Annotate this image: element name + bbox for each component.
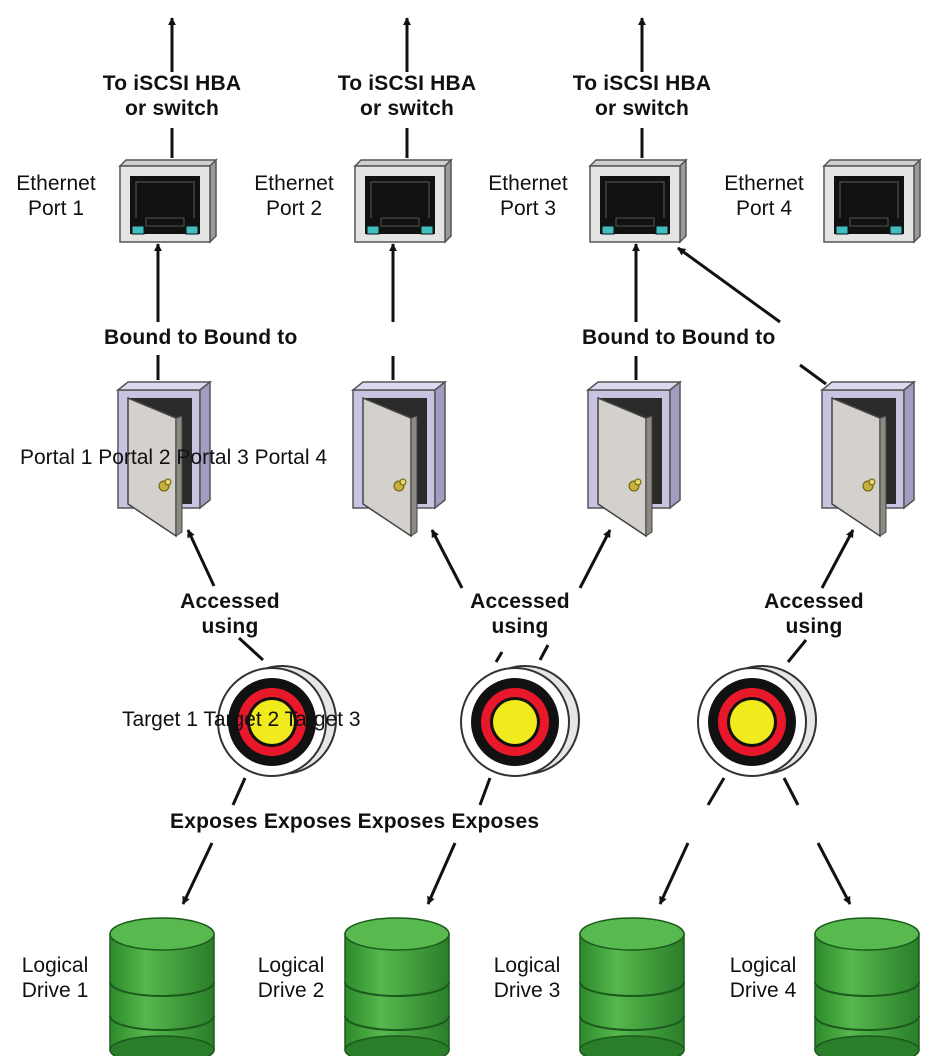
uplink-label-3-line2: or switch — [595, 96, 689, 120]
ethernet-port-1-line2: Port 1 — [27, 196, 85, 220]
ethernet-port-1-line1: Ethernet — [16, 172, 96, 195]
logical-drive-3-line2: Drive 3 — [493, 978, 561, 1002]
accessed-label-2-line2: using — [491, 614, 549, 638]
accessed-label-1-line1: Accessed — [180, 590, 280, 613]
portal-3-door-icon — [585, 380, 683, 538]
logical-drive-1-line1: Logical — [21, 954, 89, 977]
logical-drive-4-line2: Drive 4 — [729, 978, 797, 1002]
uplink-label-2: To iSCSI HBA or switch — [338, 72, 477, 122]
ethernet-port-4-icon — [822, 158, 922, 244]
uplink-label-2-line1: To iSCSI HBA — [337, 72, 477, 95]
accessed-label-3-line2: using — [785, 614, 843, 638]
ethernet-port-4-line1: Ethernet — [724, 172, 804, 195]
ethernet-port-2-line1: Ethernet — [254, 172, 334, 195]
logical-drive-1-line2: Drive 1 — [21, 978, 89, 1002]
targets-label: Target 1 Target 2 Target 3 — [122, 708, 361, 731]
uplink-label-3-line1: To iSCSI HBA — [572, 72, 712, 95]
uplink-label-1-line2: or switch — [125, 96, 219, 120]
accessed-label-2-line1: Accessed — [470, 590, 570, 613]
ethernet-port-2-line2: Port 2 — [265, 196, 323, 220]
logical-drive-3-line1: Logical — [493, 954, 561, 977]
ethernet-port-2-label: Ethernet Port 2 — [254, 172, 333, 222]
ethernet-port-3-line2: Port 3 — [499, 196, 557, 220]
target-1-icon — [217, 665, 337, 777]
target-2-icon — [460, 665, 580, 777]
accessed-arrows — [186, 529, 855, 663]
exposes-arrows — [181, 777, 852, 905]
logical-drive-4-icon — [814, 917, 920, 1056]
logical-drive-4-line1: Logical — [729, 954, 797, 977]
logical-drive-2-line1: Logical — [257, 954, 325, 977]
ethernet-port-4-label: Ethernet Port 4 — [724, 172, 803, 222]
uplink-label-1-line1: To iSCSI HBA — [102, 72, 242, 95]
ethernet-port-3-icon — [588, 158, 688, 244]
logical-drive-2-icon — [344, 917, 450, 1056]
uplink-label-1: To iSCSI HBA or switch — [103, 72, 242, 122]
accessed-label-1-line2: using — [201, 614, 259, 638]
accessed-label-2: Accessed using — [470, 590, 570, 640]
ethernet-port-3-label: Ethernet Port 3 — [488, 172, 567, 222]
bound-label-1: Bound to Bound to — [104, 326, 298, 349]
target-3-icon — [697, 665, 817, 777]
portals-label: Portal 1 Portal 2 Portal 3 Portal 4 — [20, 446, 327, 469]
uplink-arrows — [168, 17, 646, 158]
logical-drive-1-label: Logical Drive 1 — [22, 954, 89, 1004]
ethernet-port-1-icon — [118, 158, 218, 244]
logical-drive-4-label: Logical Drive 4 — [730, 954, 797, 1004]
uplink-label-3: To iSCSI HBA or switch — [573, 72, 712, 122]
ethernet-port-4-line2: Port 4 — [735, 196, 793, 220]
portal-4-door-icon — [819, 380, 917, 538]
logical-drive-3-label: Logical Drive 3 — [494, 954, 561, 1004]
logical-drive-3-icon — [579, 917, 685, 1056]
accessed-label-3-line1: Accessed — [764, 590, 864, 613]
bound-arrows — [154, 243, 827, 386]
logical-drive-1-icon — [109, 917, 215, 1056]
ethernet-port-1-label: Ethernet Port 1 — [16, 172, 95, 222]
bound-label-2: Bound to Bound to — [582, 326, 776, 349]
portal-1-door-icon — [115, 380, 213, 538]
accessed-label-3: Accessed using — [764, 590, 864, 640]
ethernet-port-2-icon — [353, 158, 453, 244]
exposes-label: Exposes Exposes Exposes Exposes — [170, 810, 540, 833]
portal-2-door-icon — [350, 380, 448, 538]
logical-drive-2-label: Logical Drive 2 — [258, 954, 325, 1004]
logical-drive-2-line2: Drive 2 — [257, 978, 325, 1002]
uplink-label-2-line2: or switch — [360, 96, 454, 120]
ethernet-port-3-line1: Ethernet — [488, 172, 568, 195]
accessed-label-1: Accessed using — [180, 590, 280, 640]
